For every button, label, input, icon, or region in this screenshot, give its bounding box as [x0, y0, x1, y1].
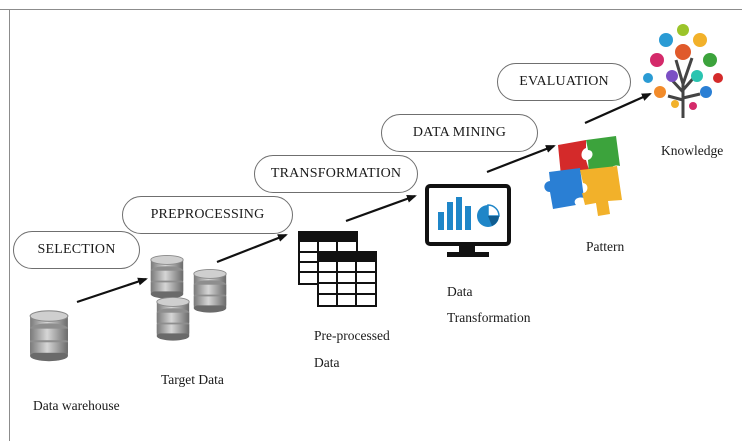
stage-evaluation: EVALUATION: [497, 63, 631, 101]
arrow-warehouse-to-target: [76, 277, 148, 304]
stage-transformation: TRANSFORMATION: [254, 155, 418, 193]
arrow-target-to-preprocessed: [216, 233, 288, 264]
arrow-transformation-to-pattern: [486, 144, 556, 174]
database-stack-icon: [150, 254, 227, 342]
frame-left-border: [9, 9, 10, 441]
table-stack-icon: [298, 231, 377, 307]
arrow-pattern-to-knowledge: [584, 92, 652, 125]
caption-data-transformation-line1: Data: [447, 284, 473, 299]
caption-pattern: Pattern: [586, 239, 625, 254]
database-icon: [29, 310, 69, 362]
stage-data-mining: DATA MINING: [381, 114, 538, 152]
puzzle-icon: [544, 136, 622, 216]
caption-data-transformation-line2: Transformation: [447, 310, 531, 325]
frame-top-border: [0, 9, 742, 10]
caption-knowledge: Knowledge: [661, 143, 724, 158]
caption-preprocessed-line1: Pre-processed: [314, 328, 390, 343]
caption-data-warehouse: Data warehouse: [33, 398, 120, 413]
stage-preprocessing: PREPROCESSING: [122, 196, 293, 234]
caption-preprocessed-line2: Data: [314, 355, 340, 370]
stage-selection: SELECTION: [13, 231, 140, 269]
arrow-preprocessed-to-transformation: [345, 194, 417, 223]
knowledge-tree-icon: [643, 24, 723, 118]
chart-monitor-icon: [425, 184, 511, 257]
caption-target-data: Target Data: [161, 372, 224, 387]
flow-arrows: [76, 92, 652, 304]
